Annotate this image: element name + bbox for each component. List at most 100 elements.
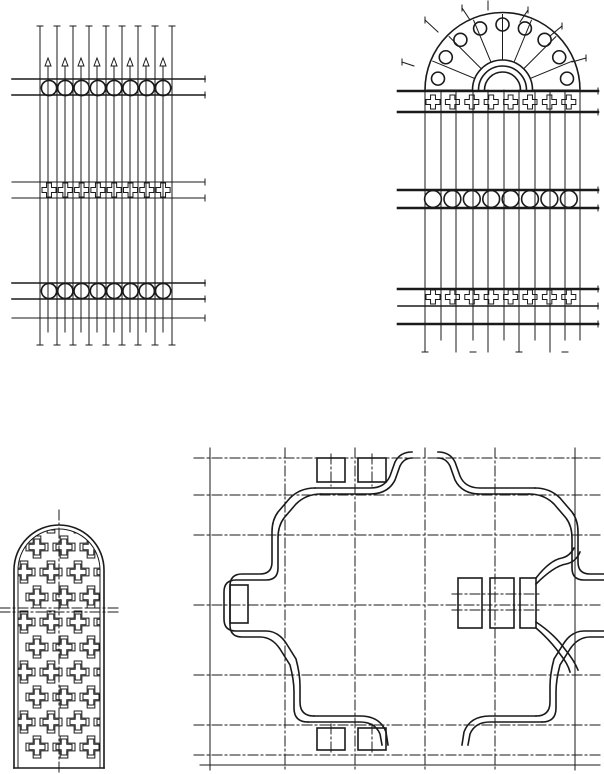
ring-motif <box>443 189 462 209</box>
grille-arched-figure <box>396 0 600 353</box>
cross-motif <box>123 182 138 198</box>
lattice-cross-inner <box>28 638 46 656</box>
lattice-band-inner <box>223 493 322 717</box>
arch-loop <box>472 21 488 36</box>
ring-motif <box>122 282 139 300</box>
cross-motif <box>522 289 538 305</box>
tie-plate <box>489 577 515 629</box>
leader-line <box>461 7 471 21</box>
cross-motif <box>541 289 557 305</box>
ring-motif <box>138 282 156 300</box>
lattice-cross <box>93 610 100 634</box>
lattice-cross-inner <box>110 689 120 705</box>
lattice-cross <box>107 536 120 558</box>
ring-motif <box>501 189 520 209</box>
arch-loop <box>495 17 510 32</box>
lattice-band-right <box>528 487 604 723</box>
lattice-group <box>18 529 120 759</box>
lattice-cross <box>39 560 63 584</box>
lattice-cross <box>93 529 100 534</box>
ring-motif <box>481 189 501 209</box>
lattice-band-outer <box>534 487 604 723</box>
lattice-cross <box>39 529 63 534</box>
lattice-cross <box>52 735 76 759</box>
ring-motif <box>105 282 123 300</box>
lattice-cross <box>66 610 90 634</box>
lattice-cross <box>107 736 120 758</box>
lattice-cross-inner <box>110 539 120 555</box>
ring-motif <box>154 282 172 300</box>
cross-motif <box>522 94 538 110</box>
lattice-cross-inner <box>69 563 87 581</box>
spear-tip <box>142 56 150 67</box>
lattice-cross-inner <box>18 613 33 631</box>
lattice-cross <box>52 535 76 559</box>
cross-motif <box>444 94 460 110</box>
lattice-cross <box>25 685 49 709</box>
cross-motif <box>74 182 90 198</box>
cross-motif <box>541 94 557 110</box>
cross-motif <box>155 182 171 198</box>
leader-line <box>549 25 563 37</box>
tie-plate <box>519 577 537 629</box>
ring-motif <box>122 79 139 97</box>
lattice-cross <box>93 560 100 584</box>
spear-tip <box>159 56 167 67</box>
lattice-cross <box>52 635 76 659</box>
arch-outer <box>424 11 581 91</box>
lattice-cross-inner <box>42 713 60 731</box>
lattice-cross <box>66 660 90 684</box>
lattice-cross-inner <box>110 739 120 755</box>
continuation-curve <box>534 620 580 672</box>
cross-motif <box>503 289 519 305</box>
cross-motif <box>57 182 73 198</box>
lattice-cross-inner <box>42 663 60 681</box>
lattice-cross <box>25 635 49 659</box>
ring-motif <box>40 282 58 300</box>
tie-plate <box>229 584 249 624</box>
arch-inner <box>471 59 534 91</box>
ring-motif <box>56 282 74 300</box>
spear-tip <box>44 56 52 67</box>
bottom-band <box>313 715 389 746</box>
lattice-cross <box>39 610 63 634</box>
ring-motif <box>559 189 579 209</box>
lattice-cross <box>79 585 100 609</box>
lattice-cross-inner <box>82 688 100 706</box>
grille-rectangular-figure <box>11 25 206 346</box>
arch-inner <box>483 71 522 91</box>
cross-motif <box>464 289 480 305</box>
lattice-cross <box>18 660 36 684</box>
lattice-cross <box>52 685 76 709</box>
cross-motif <box>464 94 480 110</box>
lattice-cross-inner <box>18 663 33 681</box>
bottom-band <box>461 715 537 746</box>
cross-motif <box>90 182 106 198</box>
top-band <box>314 451 413 489</box>
ring-motif <box>40 79 58 97</box>
cross-motif <box>41 182 57 198</box>
arch-spoke <box>472 19 492 63</box>
lattice-cross-inner <box>28 688 46 706</box>
lattice-cross-inner <box>96 563 100 581</box>
spear-tip <box>93 56 101 67</box>
lattice-cross <box>39 660 63 684</box>
ring-motif <box>105 79 123 97</box>
arch-loop <box>430 71 446 86</box>
lattice-cross-inner <box>42 613 60 631</box>
ring-motif <box>89 282 107 300</box>
spear-tip <box>77 56 85 67</box>
lattice-arched-panel-figure <box>0 509 120 773</box>
lattice-cross-inner <box>69 613 87 631</box>
arch-loop <box>453 32 468 48</box>
ring-motif <box>462 189 482 209</box>
lattice-cross <box>39 710 63 734</box>
arch-loop <box>537 32 552 48</box>
lattice-cross <box>107 686 120 708</box>
arch-loop <box>438 49 454 65</box>
lattice-cross <box>66 560 90 584</box>
lattice-cross <box>25 585 49 609</box>
lattice-cross-inner <box>28 538 46 556</box>
cross-motif <box>425 94 441 110</box>
